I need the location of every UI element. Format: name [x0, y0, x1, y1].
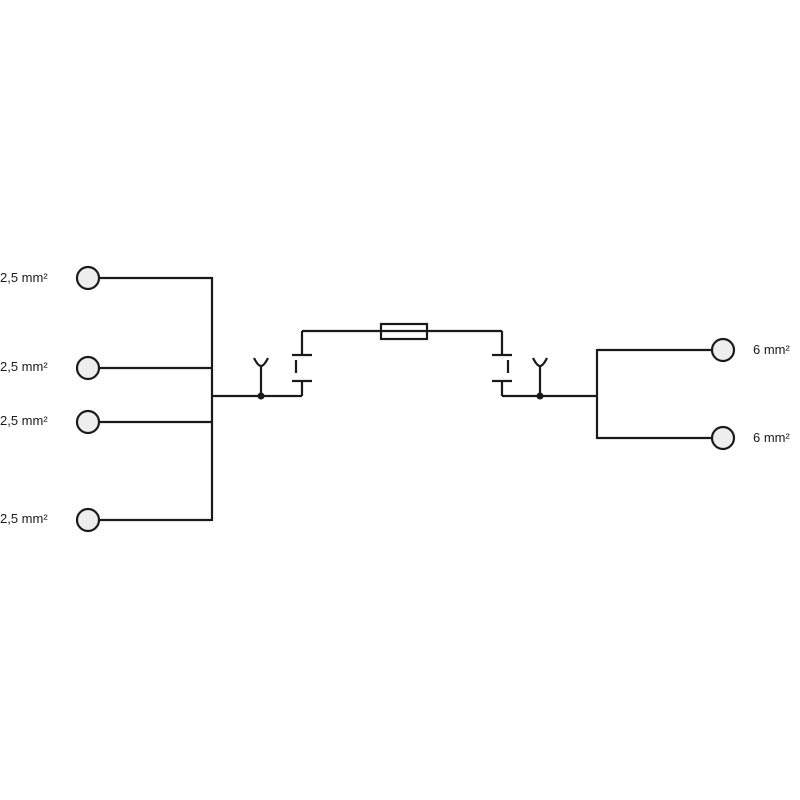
left-terminal-3 [75, 409, 101, 435]
right-terminal-1-label: 6 mm² [753, 342, 791, 357]
left-disconnect-switch [292, 331, 312, 396]
right-terminal-2 [710, 425, 736, 451]
left-terminal-4-label: 2,5 mm² [0, 511, 48, 526]
left-test-socket-branch [212, 357, 302, 400]
left-terminal-1 [75, 265, 101, 291]
left-terminal-2-label: 2,5 mm² [0, 359, 48, 374]
right-terminal-1 [710, 337, 736, 363]
left-junction-dot [257, 392, 265, 400]
fuse-branch [302, 322, 502, 341]
left-terminal-group: 2,5 mm² 2,5 mm² 2,5 mm² 2,5 mm² [0, 265, 214, 533]
left-terminal-4 [75, 507, 101, 533]
left-test-plug-icon [253, 357, 269, 368]
right-test-plug-icon [532, 357, 548, 368]
right-junction-dot [536, 392, 544, 400]
right-test-socket-branch [502, 357, 597, 400]
left-terminal-3-label: 2,5 mm² [0, 413, 48, 428]
right-terminal-2-label: 6 mm² [753, 430, 791, 445]
left-terminal-2 [75, 355, 101, 381]
right-disconnect-switch [492, 331, 512, 396]
right-terminal-group: 6 mm² 6 mm² [595, 337, 791, 451]
left-terminal-1-label: 2,5 mm² [0, 270, 48, 285]
